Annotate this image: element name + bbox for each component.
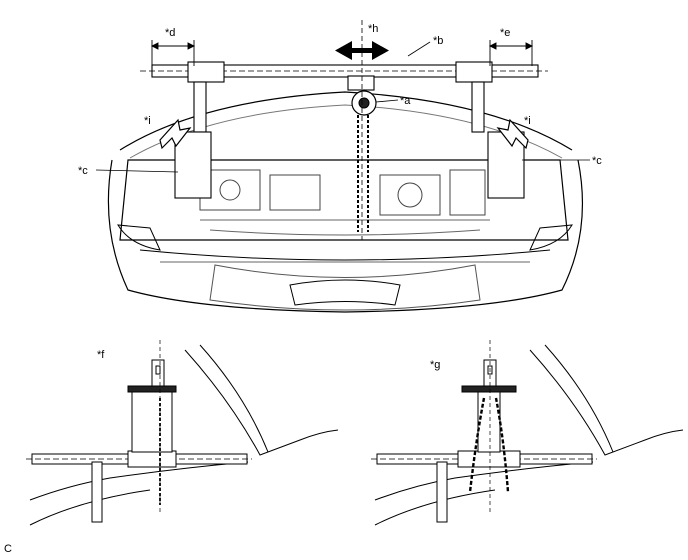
callout-i-left: *i: [144, 115, 151, 127]
support-beam: [140, 61, 548, 133]
callout-c-right: *c: [592, 155, 602, 167]
callout-c-left: *c: [78, 165, 88, 177]
dimension-e: [488, 40, 534, 66]
slide-direction-arrow: [335, 41, 389, 60]
callout-d: *d: [165, 27, 175, 39]
detail-view-g: [371, 340, 684, 526]
callout-h: *h: [368, 23, 378, 35]
adjust-arrow-right: [496, 118, 529, 150]
figure-code: C: [4, 543, 12, 555]
adjust-arrow-left: [159, 118, 192, 150]
callout-i-right: *i: [524, 115, 531, 127]
detail-view-f: [26, 340, 339, 526]
callout-a: *a: [400, 95, 411, 107]
callout-f: *f: [97, 349, 105, 361]
callout-g: *g: [430, 359, 440, 371]
callout-b: *b: [433, 35, 443, 47]
dimension-d: [150, 40, 196, 66]
chain-hoist: [351, 90, 377, 232]
vehicle-front-illustration: [107, 91, 584, 313]
leader-lines: [95, 41, 590, 173]
support-stands: [174, 131, 525, 199]
callout-e: *e: [500, 27, 510, 39]
